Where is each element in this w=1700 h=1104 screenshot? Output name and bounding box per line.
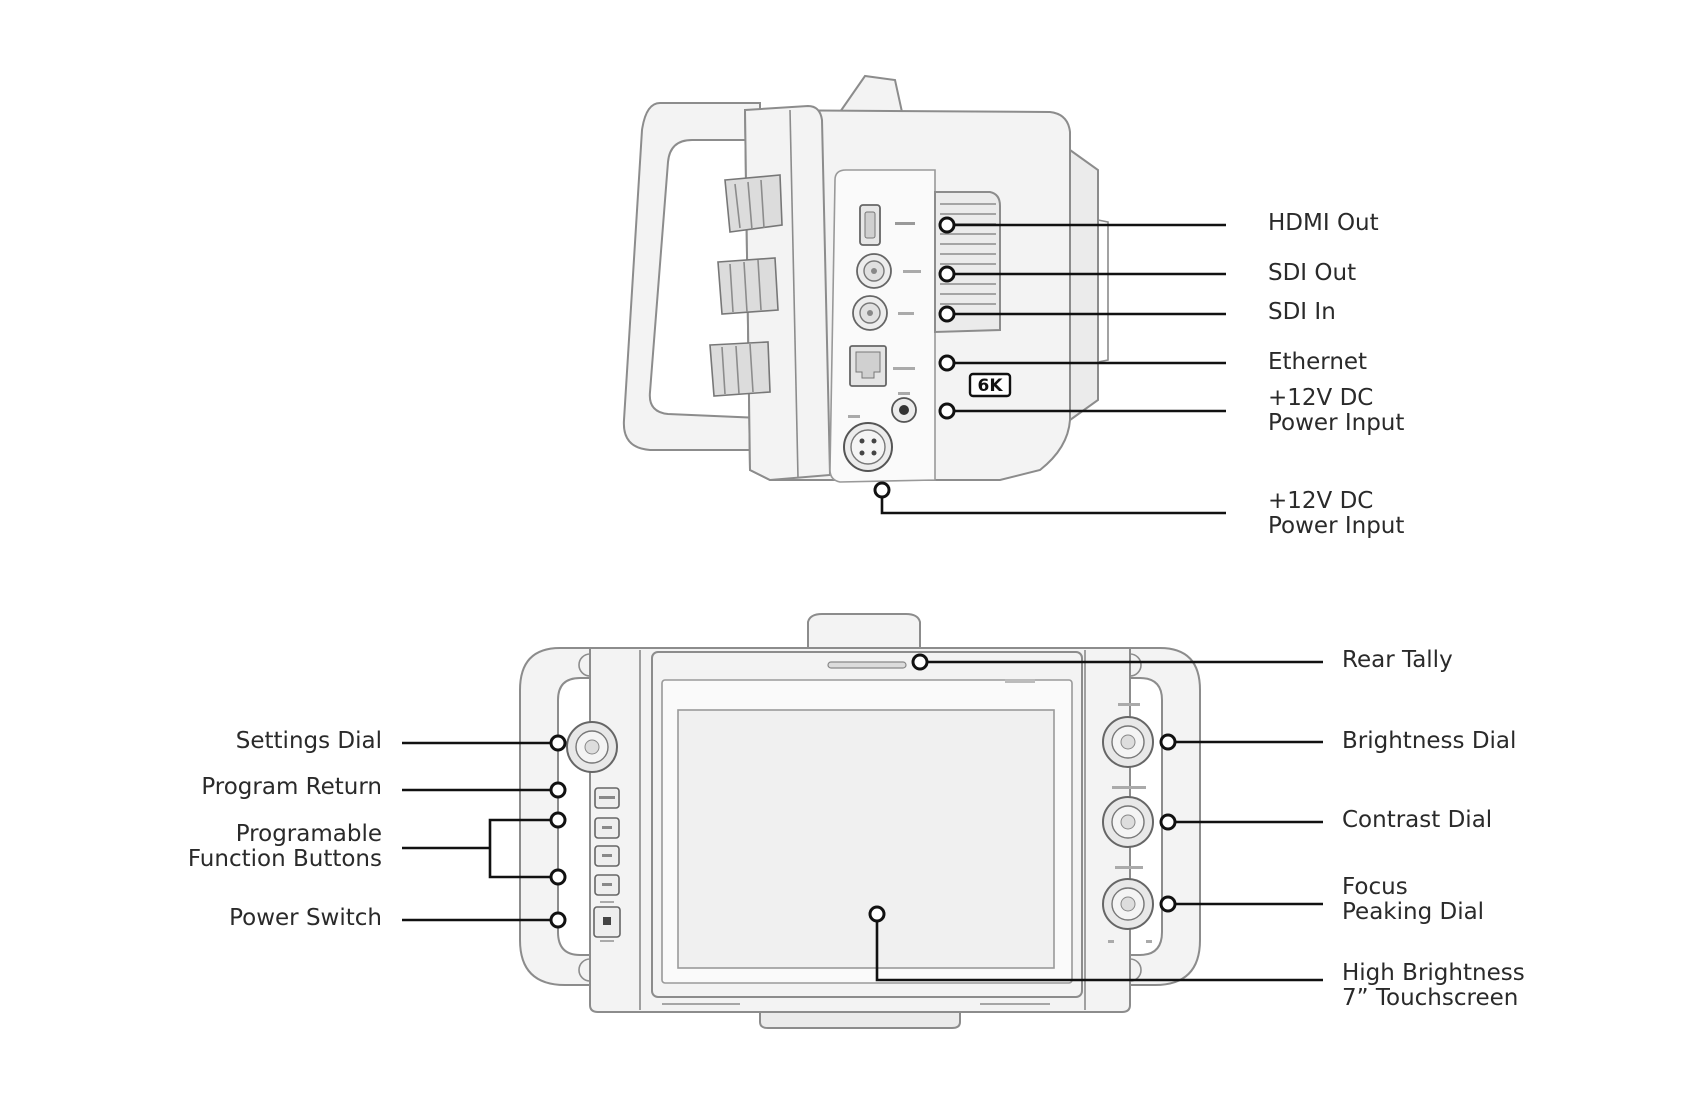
callout-dot-touchscreen <box>868 905 886 923</box>
rear-tally-light <box>827 661 907 669</box>
label-hdmi-out: HDMI Out <box>1268 210 1379 236</box>
label-power-switch: Power Switch <box>229 905 382 931</box>
label-ethernet: Ethernet <box>1268 349 1368 375</box>
callout-dot-focus-dial <box>1159 895 1177 913</box>
side-dc-jack <box>891 397 917 423</box>
side-panel-markings <box>848 222 921 418</box>
label-rear-tally: Rear Tally <box>1342 647 1453 673</box>
side-xlr-power <box>843 422 893 472</box>
callout-dot-sdi-out <box>938 265 956 283</box>
callout-dot-power-switch <box>549 911 567 929</box>
side-sdi-out-port <box>856 253 892 289</box>
label-settings-dial: Settings Dial <box>235 728 382 754</box>
side-handle <box>622 102 761 451</box>
rear-top-mount <box>807 613 921 651</box>
label-brightness-dial: Brightness Dial <box>1342 728 1517 754</box>
side-sdi-in-port <box>852 295 888 331</box>
rear-sensor-slot <box>1005 679 1035 683</box>
callout-dot-rear-tally <box>911 653 929 671</box>
side-knobs <box>709 174 783 397</box>
label-programmable-function-buttons: Programable Function Buttons <box>187 821 382 872</box>
side-top-ridge <box>838 74 904 113</box>
callout-dot-settings-dial <box>549 734 567 752</box>
callout-dot-ethernet <box>938 354 956 372</box>
focus-peaking-dial[interactable] <box>1102 878 1154 930</box>
label-sdi-in: SDI In <box>1268 299 1336 325</box>
callout-dot-program-return <box>549 781 567 799</box>
contrast-dial[interactable] <box>1102 796 1154 848</box>
callout-dot-function-f3 <box>549 868 567 886</box>
settings-dial[interactable] <box>566 721 618 773</box>
callout-dot-xlr-power <box>873 481 891 499</box>
callout-dot-function-f1 <box>549 811 567 829</box>
callout-dot-dc-power <box>938 402 956 420</box>
touchscreen[interactable] <box>677 709 1055 969</box>
label-program-return: Program Return <box>201 774 382 800</box>
callout-dot-contrast-dial <box>1159 813 1177 831</box>
side-6k-badge: 6K <box>968 372 1012 398</box>
side-view-camera: 6K <box>622 74 1109 483</box>
brightness-dial[interactable] <box>1102 716 1154 768</box>
label-contrast-dial: Contrast Dial <box>1342 807 1493 833</box>
label-dc-power-input: +12V DC Power Input <box>1268 385 1405 436</box>
right-panel-markings <box>1108 703 1152 943</box>
side-hdmi-port <box>859 204 881 246</box>
callout-dot-sdi-in <box>938 305 956 323</box>
svg-text:6K: 6K <box>977 376 1003 396</box>
callout-dot-hdmi-out <box>938 216 956 234</box>
callout-dot-brightness-dial <box>1159 733 1177 751</box>
side-ethernet-port <box>849 345 887 387</box>
label-focus-peaking-dial: Focus Peaking Dial <box>1342 874 1485 925</box>
side-front-bezel <box>1069 148 1099 422</box>
label-sdi-out: SDI Out <box>1268 260 1357 286</box>
rear-bottom-base <box>759 1011 961 1029</box>
rear-callout-lines <box>402 653 1323 982</box>
label-xlr-power-input: +12V DC Power Input <box>1268 488 1405 539</box>
label-touchscreen: High Brightness 7” Touchscreen <box>1342 960 1525 1011</box>
side-callout-lines <box>873 216 1226 515</box>
rear-view-monitor <box>519 613 1201 1029</box>
